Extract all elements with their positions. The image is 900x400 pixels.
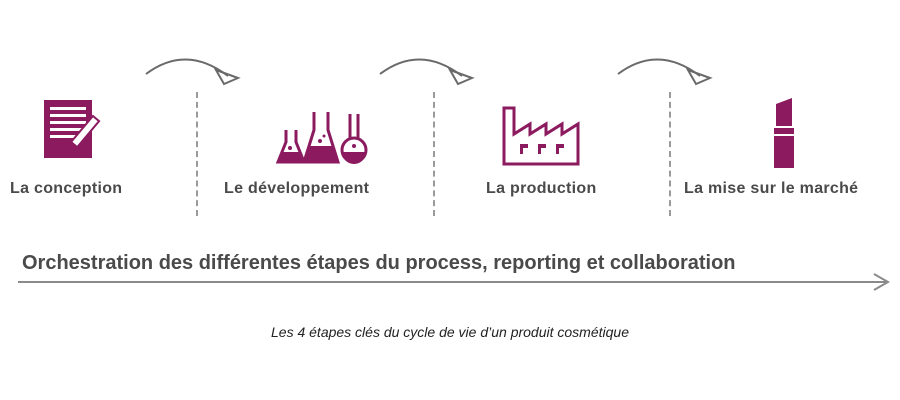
- curved-arrow-icon: [145, 58, 241, 86]
- lipstick-icon: [774, 98, 794, 168]
- factory-icon: [502, 106, 580, 166]
- figure-caption: Les 4 étapes clés du cycle de vie d’un p…: [271, 324, 629, 340]
- step-label-developpement: Le développement: [224, 180, 370, 197]
- step-divider: [196, 92, 198, 216]
- orchestration-label: Orchestration des différentes étapes du …: [22, 252, 736, 274]
- step-divider: [433, 92, 435, 216]
- lab-flasks-icon: [276, 112, 368, 164]
- document-pen-icon: [44, 100, 101, 158]
- step-label-production: La production: [486, 180, 597, 197]
- curved-arrow-icon: [379, 58, 475, 86]
- timeline-arrow-icon: [18, 273, 891, 291]
- step-divider: [669, 92, 671, 216]
- curved-arrow-icon: [617, 58, 713, 86]
- step-label-mise-sur-le-marche: La mise sur le marché: [684, 180, 859, 197]
- step-label-conception: La conception: [10, 180, 123, 197]
